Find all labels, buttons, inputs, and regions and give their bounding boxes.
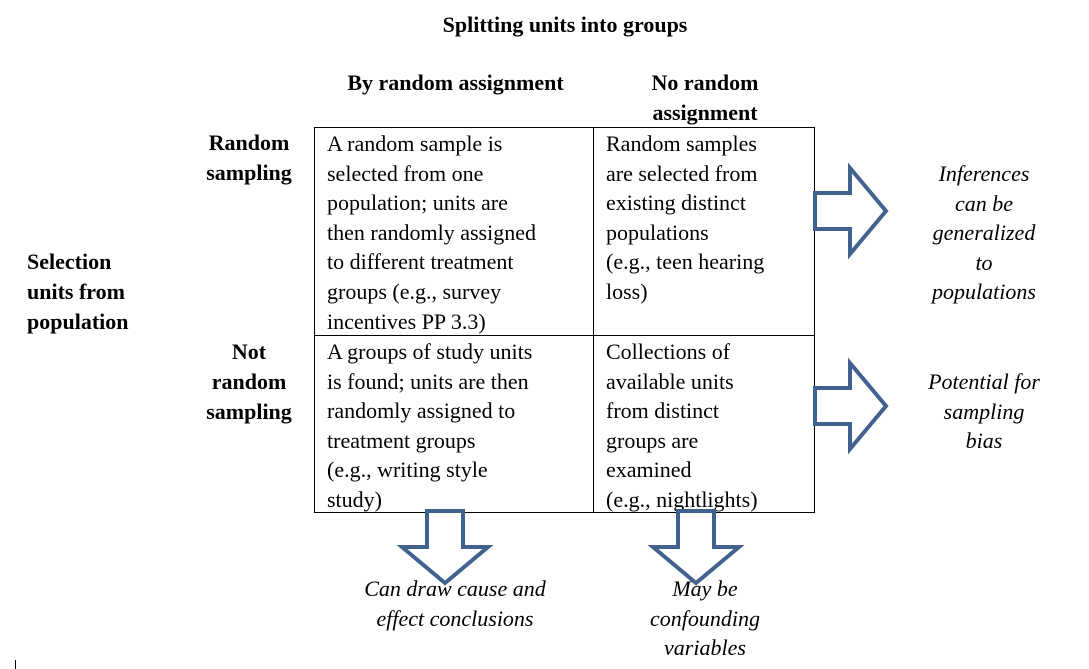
cell-random-sampling-random-assignment: A random sample is selected from one pop… [327,131,536,334]
outcome-confounding-variables: May be confounding variables [650,576,760,661]
row-header-random-sampling: Random sampling [206,130,292,185]
cell-random-sampling-no-random-assignment: Random samples are selected from existin… [606,131,765,304]
right-arrow-icon [813,162,889,260]
grid-divider-horizontal [314,335,815,336]
text-cursor [15,660,16,669]
right-arrow-icon [813,357,889,455]
side-label-selection: Selection units from population [27,249,129,334]
column-header-no-random-assignment: No random assignment [651,70,759,125]
row-header-not-random-sampling: Not random sampling [206,339,292,424]
down-arrow-icon [396,509,494,586]
diagram-title: Splitting units into groups [442,12,688,37]
matrix-grid [314,127,815,513]
grid-divider-vertical [593,127,594,513]
outcome-generalized-to-populations: Inferences can be generalized to populat… [932,161,1036,305]
cell-not-random-sampling-random-assignment: A groups of study units is found; units … [327,339,533,512]
outcome-sampling-bias: Potential for sampling bias [928,369,1040,454]
column-header-random-assignment: By random assignment [347,70,564,95]
down-arrow-icon [647,509,745,586]
cell-not-random-sampling-no-random-assignment: Collections of available units from dist… [606,339,758,512]
outcome-cause-and-effect: Can draw cause and effect conclusions [364,576,546,631]
